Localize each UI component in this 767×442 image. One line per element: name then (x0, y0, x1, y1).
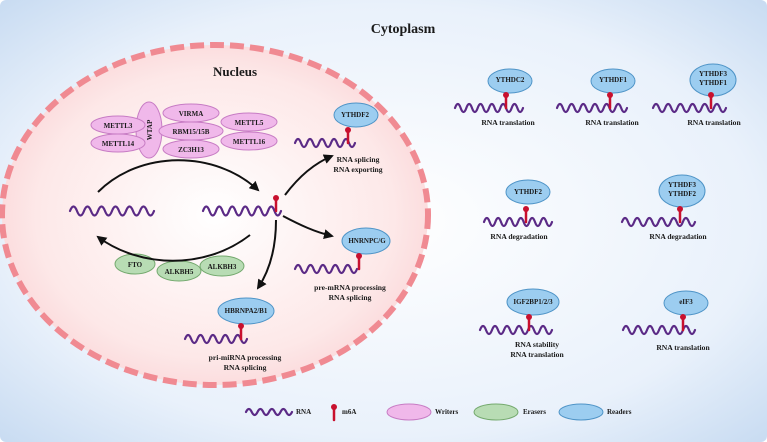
eraser-alkbh3-label: ALKBH3 (208, 263, 237, 271)
m6a-ythdf2-nuc-head (345, 127, 351, 133)
m6a-ythdf3a-head (708, 92, 714, 98)
cyto-igf2bp-protein: IGF2BP1/2/3 (513, 298, 553, 306)
nuc-ythdf2-line2: RNA exporting (333, 165, 382, 174)
m6a-ythdc2-head (503, 92, 509, 98)
m6a-hnrnpc-head (356, 253, 362, 259)
eraser-demethylation-arrow (96, 234, 251, 262)
writer-methylation-arrow (97, 159, 260, 193)
rna-hnrnpc (293, 263, 359, 275)
cyto-igf2bp-line2: RNA translation (510, 350, 564, 359)
legend-writers-swatch (386, 403, 432, 421)
m6a-ythdf1-head (607, 92, 613, 98)
reader-hbrnpa2-oval (217, 297, 275, 325)
reader-hnrnpc-oval (341, 227, 391, 255)
reader-eif3-oval (663, 290, 709, 316)
legend-rna-label: RNA (296, 408, 311, 416)
reader-igf2bp-oval (506, 288, 560, 316)
reader-ythdc2-oval (487, 68, 533, 94)
arrow-to-ythdf2 (284, 154, 334, 196)
cyto-ythdf3a-line1: RNA translation (687, 118, 741, 127)
reader-ythdf2-cyto-oval (505, 179, 551, 205)
rna-ythdf3b (620, 216, 697, 228)
legend-erasers-label: Erasers (523, 408, 546, 416)
cyto-eif3-protein: eIF3 (679, 298, 693, 306)
writer-virma-label: VIRMA (179, 110, 204, 118)
reader-ythdf1-oval (590, 68, 636, 94)
nucleus-title: Nucleus (213, 64, 257, 79)
nuc-hnrnpc-protein: HNRNPC/G (348, 237, 386, 245)
rna-ythdf2-cyto (482, 216, 554, 228)
nuc-ythdf2-line1: RNA splicing (337, 155, 380, 164)
m6a-ythdf2-cyto-head (523, 206, 529, 212)
cyto-ythdf1-protein: YTHDF1 (599, 76, 628, 84)
methylated-rna (201, 205, 283, 217)
eraser-fto-label: FTO (128, 261, 143, 269)
cyto-ythdc2-protein: YTHDC2 (496, 76, 525, 84)
cyto-ythdf3b-protein1: YTHDF3 (668, 181, 697, 189)
dynamic-layer (68, 63, 737, 422)
writer-rbm15-label: RBM15/15B (173, 128, 210, 136)
cyto-ythdf2-line1: RNA degradation (490, 232, 548, 241)
m6a-igf2bp-head (526, 314, 532, 320)
cyto-igf2bp-line1: RNA stability (515, 340, 559, 349)
central-m6a-mark-head (273, 195, 279, 201)
legend-m6a-label: m6A (342, 408, 356, 416)
writer-mettl14 (90, 133, 146, 153)
cyto-ythdf1-line1: RNA translation (585, 118, 639, 127)
writer-mettl3-label: METTL3 (104, 122, 133, 130)
writer-zc3h13 (162, 139, 220, 159)
nuc-hnrnpc-line2: RNA splicing (329, 293, 372, 302)
nuc-hbrnpa2-line2: RNA splicing (224, 363, 267, 372)
nuc-hbrnpa2-line1: pri-miRNA processing (209, 353, 282, 362)
cyto-ythdf3a-protein2: YTHDF1 (699, 79, 728, 87)
legend-readers-label: Readers (607, 408, 632, 416)
legend-erasers-swatch (473, 403, 519, 421)
cyto-ythdf3b-line1: RNA degradation (649, 232, 707, 241)
m6a-hbrnpa2-head (238, 323, 244, 329)
rna-ythdc2 (453, 102, 525, 114)
cyto-eif3-line1: RNA translation (656, 343, 710, 352)
rna-igf2bp (478, 324, 554, 336)
writer-wtap-label: WTAP (146, 119, 154, 140)
unmethylated-rna (68, 205, 156, 217)
legend-rna-icon (244, 407, 294, 417)
eraser-alkbh5-label: ALKBH5 (165, 268, 194, 276)
cyto-ythdf3a-protein1: YTHDF3 (699, 70, 728, 78)
rna-ythdf1 (555, 102, 629, 114)
writer-mettl5 (220, 112, 278, 132)
cyto-ythdc2-line1: RNA translation (481, 118, 535, 127)
rna-ythdf3a (651, 102, 728, 114)
legend-writers-label: Writers (435, 408, 458, 416)
nuc-hbrnpa2-protein: HBRNPA2/B1 (225, 307, 268, 315)
cytoplasm-title: Cytoplasm (371, 22, 436, 37)
nuc-hnrnpc-line1: pre-mRNA processing (314, 283, 386, 292)
legend-readers-swatch (558, 403, 604, 421)
reader-ythdf2-nuc-oval (333, 102, 379, 128)
rna-ythdf2-nuc (293, 137, 357, 149)
writer-mettl16 (220, 131, 278, 151)
writer-zc3h13-label: ZC3H13 (178, 146, 204, 154)
rna-hbrnpa2 (183, 333, 249, 345)
m6a-ythdf3b-head (677, 206, 683, 212)
writer-mettl16-label: METTL16 (233, 138, 266, 146)
arrow-to-hnrnpc (282, 215, 334, 240)
nuc-ythdf2-protein: YTHDF2 (341, 111, 370, 119)
writer-mettl5-label: METTL5 (235, 119, 264, 127)
legend-m6a-icon-head (331, 404, 337, 410)
m6a-eif3-head (680, 314, 686, 320)
arrow-to-hbrnpa2 (256, 219, 277, 290)
cyto-ythdf3b-protein2: YTHDF2 (668, 190, 697, 198)
eraser-alkbh3 (199, 255, 245, 277)
legend: RNA m6A Writers Erasers Readers (296, 403, 632, 421)
cyto-ythdf2-protein: YTHDF2 (514, 188, 543, 196)
writer-complex: WTAP METTL3 METTL14 VIRMA RBM15/15B ZC3H… (90, 101, 278, 159)
writer-mettl14-label: METTL14 (102, 140, 135, 148)
